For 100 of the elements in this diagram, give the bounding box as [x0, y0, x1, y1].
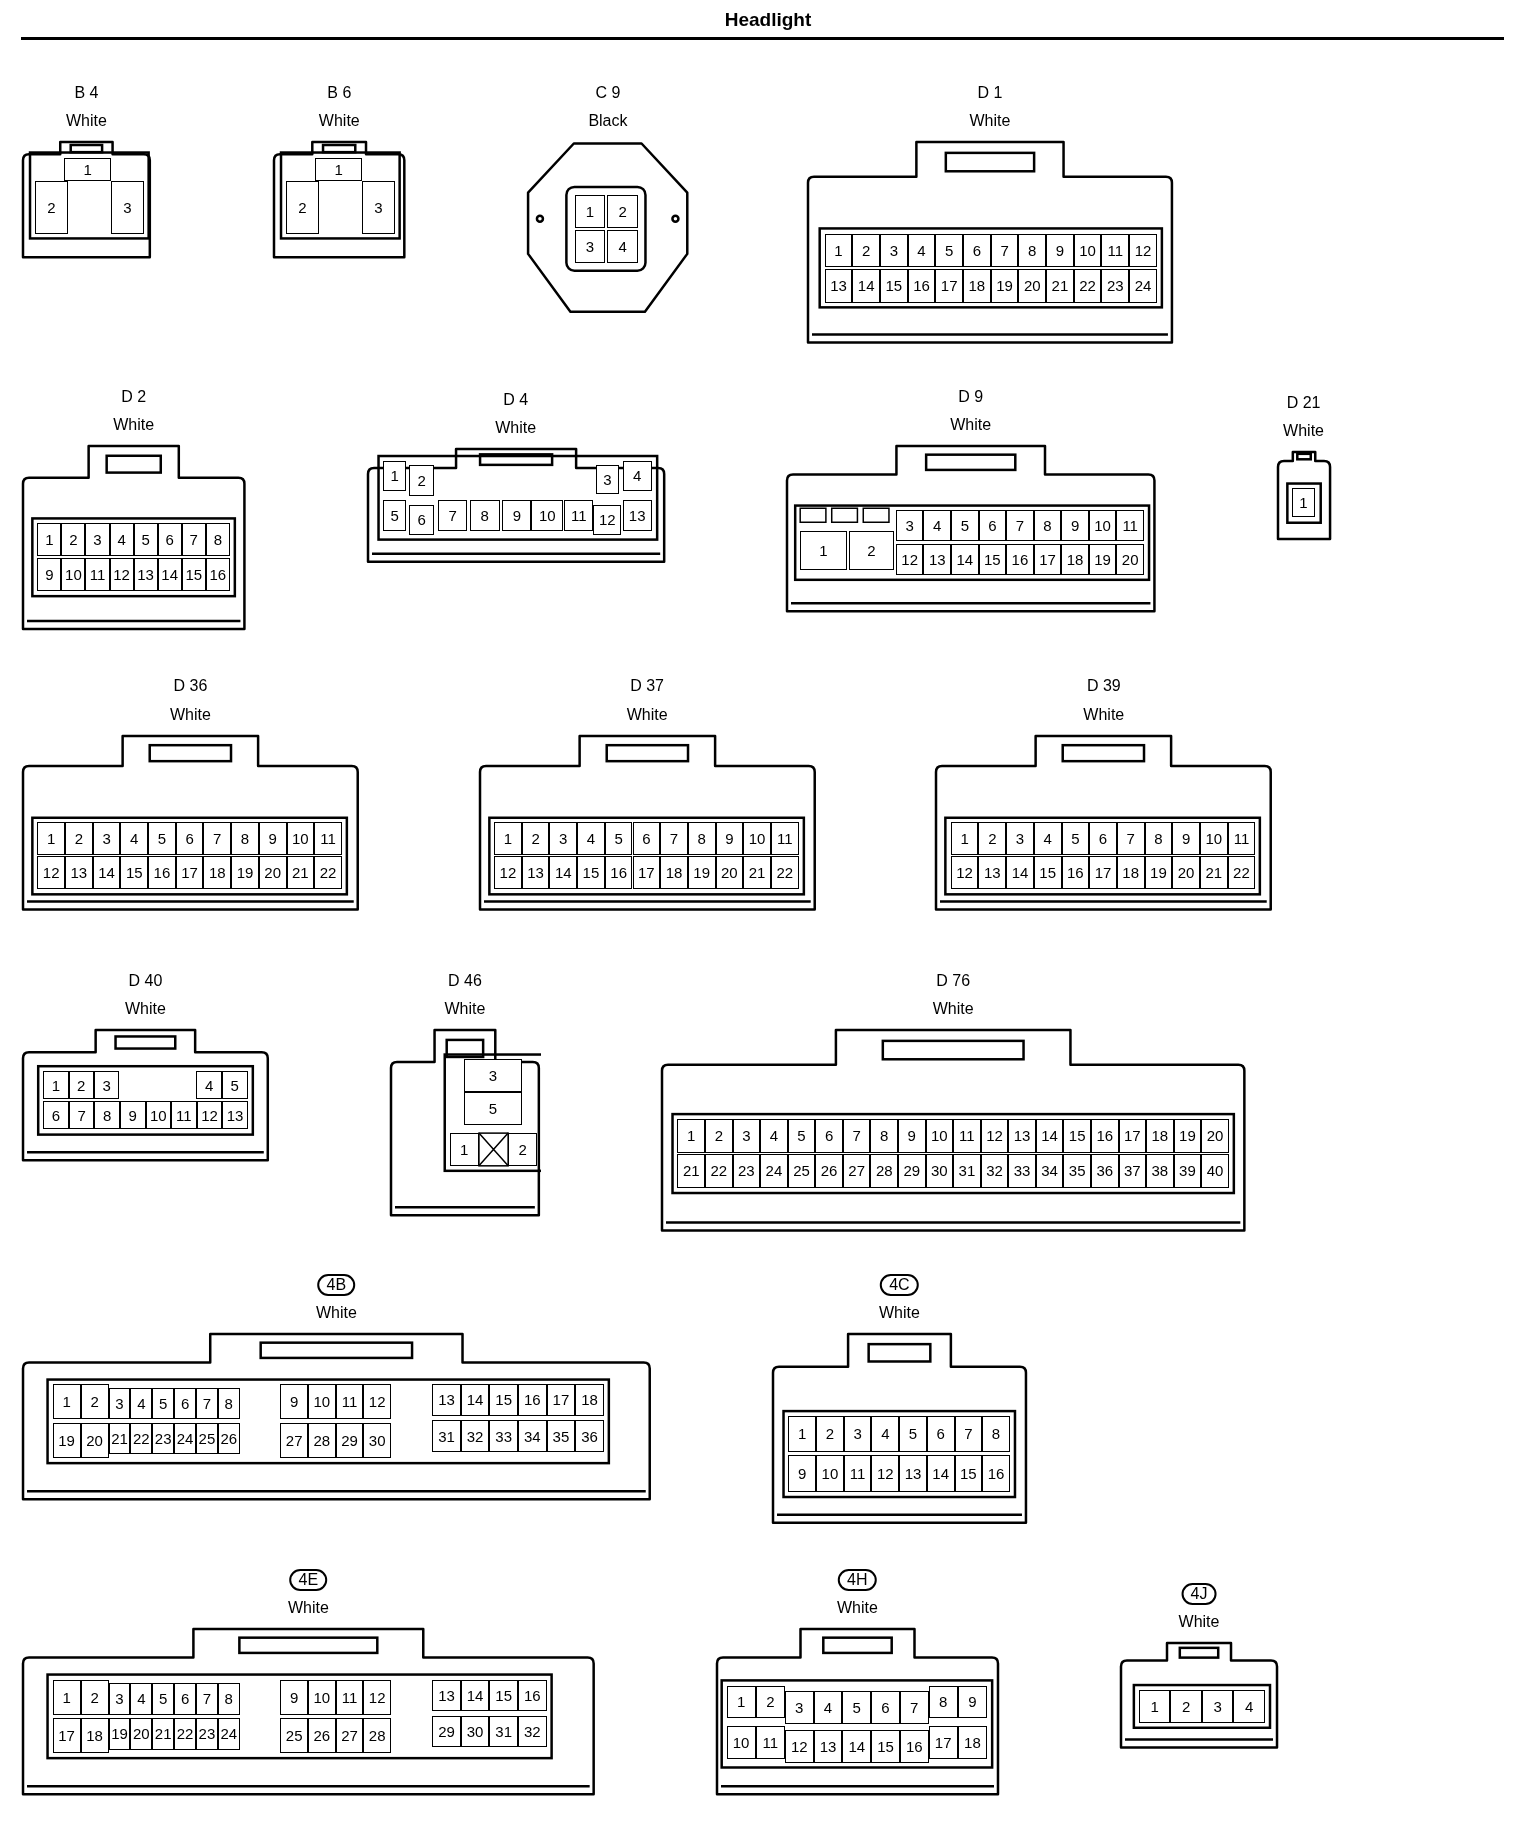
pin-cavity: 19 [1173, 1119, 1202, 1153]
pin-cavity: 6 [174, 1387, 196, 1420]
pin-cavity: 20 [1018, 268, 1047, 303]
pin-cavity: 3 [85, 523, 110, 556]
pin-cavity: 38 [1146, 1154, 1174, 1188]
housing-color-label: White [287, 1599, 329, 1618]
pin-cavity: 9 [280, 1679, 308, 1715]
pin-cavity: 12 [196, 1101, 223, 1130]
pin-cavity: 4 [1033, 822, 1062, 855]
pin-cavity: 13 [824, 268, 853, 303]
connector-code: D 39 [1086, 677, 1121, 696]
pin-cavity: 14 [460, 1679, 490, 1712]
pin-cavity: 23 [152, 1422, 175, 1455]
pin-cavity: 15 [489, 1384, 518, 1416]
pin-cavity: 1 [726, 1685, 756, 1719]
connector-code: B 6 [327, 84, 352, 103]
connector-code: D 46 [448, 971, 482, 990]
pin-cavity: 29 [432, 1715, 461, 1748]
pin-cavity: 28 [308, 1422, 336, 1458]
pin-cavity: 19 [1088, 544, 1117, 575]
connector-code: D 40 [128, 971, 163, 990]
pin-cavity: 1 [1291, 488, 1316, 518]
pin-cavity: 6 [157, 523, 182, 556]
pin-cavity: 10 [1073, 233, 1102, 268]
pin-cavity: 6 [43, 1101, 69, 1130]
pin-cavity: 4 [130, 1387, 153, 1420]
pin-cavity: 19 [1144, 856, 1173, 889]
pin-cavity: 18 [80, 1718, 109, 1754]
pin-cavity: 17 [1033, 544, 1062, 575]
pin-cavity: 6 [815, 1119, 843, 1153]
connector-code: B 4 [74, 84, 99, 103]
pin-cavity: 1 [950, 822, 979, 855]
pin-cavity: 40 [1201, 1154, 1229, 1188]
pin-cavity: 5 [951, 510, 979, 541]
pin-cavity: 11 [171, 1101, 197, 1130]
pin-cavity: 32 [518, 1715, 547, 1748]
pin-cavity: 9 [119, 1101, 146, 1130]
connector-code: D 9 [958, 387, 984, 406]
pin-cavity: 6 [408, 504, 435, 535]
pin-cavity: 4 [622, 461, 652, 491]
pin-cavity: 11 [755, 1726, 785, 1760]
pin-cavity: 11 [770, 822, 799, 855]
pin-cavity: 16 [518, 1384, 547, 1416]
pin-cavity: 9 [788, 1455, 817, 1492]
pin-cavity: 12 [871, 1455, 900, 1492]
pin-cavity: 22 [1227, 856, 1256, 889]
pin-cavity: 7 [990, 233, 1019, 268]
pin-cavity: 35 [1063, 1154, 1091, 1188]
pin-cavity: 14 [852, 268, 880, 303]
housing-color-label: White [315, 1303, 357, 1322]
pin-cavity: 31 [489, 1715, 518, 1748]
connector-code: D 21 [1286, 393, 1321, 412]
pin-cavity: 1 [37, 523, 62, 556]
pin-cavity: 26 [217, 1422, 240, 1455]
pin-cavity: 7 [438, 499, 468, 532]
pin-cavity: 3 [1006, 822, 1034, 855]
pin-cavity: 8 [217, 1683, 240, 1715]
connector-code: C 9 [595, 84, 621, 103]
housing-color-label: White [124, 999, 166, 1018]
pin-cavity: 4 [1233, 1690, 1265, 1723]
pin-cavity: 3 [92, 822, 121, 855]
connector-code-badge: 4J [1181, 1583, 1217, 1606]
pin-cavity: 12 [37, 856, 66, 889]
pin-cavity: 3 [595, 464, 620, 495]
pin-cavity: 6 [963, 233, 991, 268]
pin-cavity: 9 [258, 822, 287, 855]
pin-cavity: 15 [871, 1729, 900, 1763]
pin-cavity: 20 [1172, 856, 1200, 889]
pin-cavity: 16 [1090, 1119, 1119, 1153]
pin-cavity: 1 [677, 1119, 706, 1153]
pin-cavity: 18 [1146, 1119, 1174, 1153]
pin-cavity: 1 [574, 195, 606, 228]
housing-color-label: White [626, 705, 668, 724]
pin-cavity: 2 [755, 1685, 785, 1719]
housing-color-label: White [1178, 1613, 1220, 1632]
pin-cavity: 30 [460, 1715, 490, 1748]
pin-cavity: 36 [575, 1420, 604, 1452]
pin-cavity: 19 [990, 268, 1019, 303]
pin-cavity: 19 [231, 856, 259, 889]
pin-cavity: 20 [80, 1422, 109, 1458]
pin-cavity: 2 [408, 464, 435, 497]
pin-cavity: 7 [954, 1415, 983, 1452]
housing-color-label: White [65, 112, 107, 131]
pin-cavity: 4 [577, 822, 605, 855]
pin-cavity: 11 [1101, 233, 1130, 268]
connector-code: D 76 [936, 971, 970, 990]
pin-cavity: 24 [760, 1154, 788, 1188]
pin-cavity: 20 [715, 856, 744, 889]
pin-cavity: 19 [687, 856, 716, 889]
pin-cavity: 22 [1073, 268, 1102, 303]
pin-cavity: 1 [64, 157, 111, 182]
pin-cavity: 11 [953, 1119, 981, 1153]
pin-cavity: 7 [842, 1119, 871, 1153]
pin-cavity: 18 [963, 268, 991, 303]
pin-cavity: 3 [732, 1119, 761, 1153]
pin-cavity: 8 [205, 523, 230, 556]
pin-cavity: 17 [928, 1726, 958, 1760]
pin-cavity: 26 [308, 1718, 336, 1754]
pin-cavity: 10 [743, 822, 771, 855]
pin-cavity: 10 [816, 1455, 844, 1492]
